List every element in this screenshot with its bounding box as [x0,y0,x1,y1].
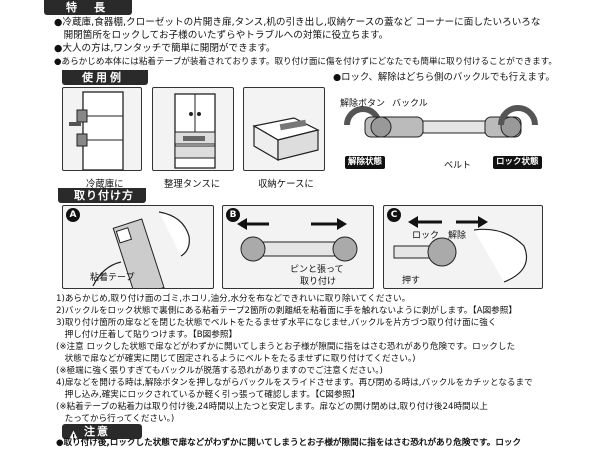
step-a-badge: A [66,208,80,222]
label-released-state: 解除状態 [345,156,386,169]
case-illustration [243,87,325,171]
instruction-1: 1)あらかじめ,取り付け面のゴミ,ホコリ,油分,水分を布などできれいに取り除いて… [56,294,411,304]
step-b-illustration [222,205,374,289]
features-item-2: ●大人の方は,ワンタッチで簡単に開閉ができます。 [54,43,276,54]
instruction-note-1: (※注意 ロックした状態で扉などがわずかに開いてしまうとお子様が隙間に指をはさむ… [56,342,516,352]
features-header-bar [44,0,132,15]
step-c-badge: C [387,208,401,222]
step-c-lock-label: ロック [412,231,440,241]
caution-title: 注意 [84,425,110,438]
label-belt: ベルト [444,161,472,171]
instruction-note-3: (※粘着テープの粘着力は取り付け後,24時間以上たつと安定します。扉などの開け閉… [56,402,488,412]
instruction-2: 2)バックルをロック状態で裏側にある粘着テープ2箇所の剥離紙を粘着面に手を触れな… [56,306,517,316]
instruction-3-cont: 押し付け圧着して貼りつけます。【B図参照】 [56,330,238,340]
step-b-label-2: 取り付け [300,277,337,287]
step-b-label-1: ピンと張って [290,265,344,275]
instruction-note-2: (※極端に強く張りすぎてもバックルが脱落する恐れがありますのでご注意ください。) [56,366,383,376]
fridge-illustration [62,87,142,171]
instruction-4: 4)扉などを開ける時は,解除ボタンを押しながらバックルをスライドさせます。再び閉… [56,378,533,388]
usage-caption-drawer: 整理タンスに [164,179,221,190]
features-item-1-cont: 開閉箇所をロックしてお子様のいたずらやトラブルへの対策に役立ちます。 [54,30,389,41]
label-release-button: 解除ボタン [340,99,386,109]
instruction-note-3-cont: たってから行ってください。) [56,414,175,424]
label-locked-state: ロック状態 [493,156,542,169]
buckle-diagram [335,85,555,185]
step-c-release-label: 解除 [448,231,467,241]
features-title: 特 長 [66,1,108,14]
step-b-badge: B [226,208,240,222]
install-header-bar [58,188,146,203]
usage-header-bar [62,70,148,85]
caution-item-1: ●取り付け後,ロックした状態で扉などがわずかに開いてしまうとお子様が隙間に指をは… [56,438,522,448]
instruction-note-1-cont: 状態で扉などが確実に閉じて固定されるようにベルトをたるませずに取り付けてください… [56,354,416,364]
instruction-4-cont: 押し込み,確実にロックされているか軽く引っ張って確認します。【C図参照】 [56,390,360,400]
install-title: 取り付け方 [74,189,134,202]
usage-caption-case: 収納ケースに [258,179,314,190]
label-buckle: バックル [392,99,428,109]
caution-icon [68,426,79,441]
features-item-1: ●冷蔵庫,食器棚,クローゼットの片開き扉,タンス,机の引き出し,収納ケースの蓋な… [54,17,541,28]
features-item-3: ●あらかじめ本体には粘着テープが装着されております。取り付け面に傷を付けずにどな… [54,57,558,67]
step-a-illustration [62,205,214,289]
caution-header-bar [62,424,142,439]
usage-title: 使用例 [82,71,124,84]
usage-note: ●ロック、解除はどちら側のバックルでも行えます。 [333,72,555,83]
instruction-3: 3)取り付け箇所の扉などを閉じた状態でベルトをたるませず水平になじませ,バックル… [56,318,497,328]
step-a-tape-label: 粘着テープ [90,273,135,283]
step-c-push-label: 押す [402,276,421,286]
step-c-illustration [383,205,543,289]
drawer-illustration [152,87,234,171]
usage-caption-fridge: 冷蔵庫に [86,179,124,190]
